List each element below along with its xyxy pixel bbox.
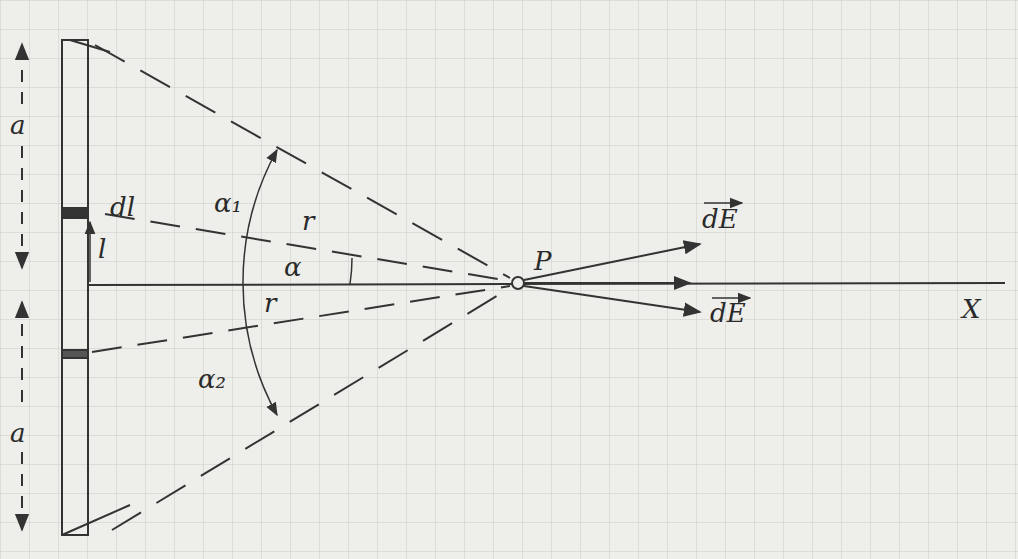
- angle-label: α₁: [212, 190, 244, 216]
- field-label: dE: [700, 206, 740, 232]
- angle-label: α: [282, 254, 304, 280]
- point-label: P: [532, 248, 554, 274]
- radius-label: r: [300, 208, 316, 234]
- field-label: dE: [708, 300, 748, 326]
- length-label: a: [8, 112, 28, 138]
- element-label: dl: [108, 194, 137, 220]
- axis-label: X: [960, 296, 983, 322]
- radius-label: r: [262, 290, 278, 316]
- distance-label: l: [96, 236, 108, 262]
- length-label: a: [8, 420, 28, 446]
- angle-label: α₂: [196, 366, 228, 392]
